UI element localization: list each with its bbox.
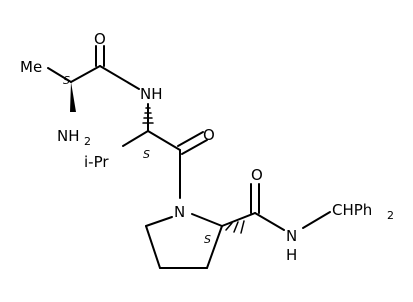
stereo-label-ala: S bbox=[63, 74, 70, 87]
bond-val-alpha-ipr bbox=[122, 130, 149, 147]
atom-ring-n: N bbox=[174, 203, 185, 221]
bond-val-co-double-b bbox=[181, 139, 208, 155]
bond-ala-co-nh bbox=[99, 65, 140, 90]
wedge-ala-amino bbox=[70, 82, 76, 112]
atom-methyl: Me bbox=[20, 58, 42, 76]
atom-o-top: O bbox=[94, 30, 106, 48]
atom-o-mid: O bbox=[203, 126, 215, 144]
bond-layer bbox=[47, 45, 331, 269]
atom-benzhydryl: CHPh bbox=[332, 201, 372, 219]
bond-pro-co-nh bbox=[254, 212, 285, 231]
bond-val-co-double-a bbox=[177, 131, 204, 147]
bond-ala-alpha-co bbox=[70, 65, 101, 83]
bond-methyl bbox=[47, 67, 72, 83]
atom-isopropyl: i-Pr bbox=[84, 153, 109, 171]
atom-o-right: O bbox=[251, 166, 263, 184]
stereo-label-val: S bbox=[143, 148, 150, 161]
bond-nh-ch bbox=[302, 211, 331, 229]
bond-ring-n-cd bbox=[145, 216, 173, 227]
atom-amino-subscript: 2 bbox=[84, 135, 91, 148]
hash-wedge-pro bbox=[225, 220, 245, 234]
atom-nh-top: NH bbox=[140, 85, 163, 103]
bond-pro-ca-co bbox=[221, 212, 256, 227]
bond-ring-cb-ca bbox=[206, 225, 223, 269]
atom-label-layer: O Me NH NH 2 O i-Pr O N N H CHPh 2 bbox=[20, 30, 394, 264]
hash-wedge-val bbox=[142, 107, 154, 124]
stereo-label-pro: S bbox=[204, 233, 211, 246]
bond-ring-ca-n bbox=[191, 213, 223, 227]
bond-val-alpha-co bbox=[147, 130, 181, 151]
atom-amino: NH bbox=[57, 127, 80, 145]
stereo-label-layer: S S S bbox=[63, 74, 211, 246]
bond-ring-cd-cg bbox=[145, 225, 161, 269]
atom-benzhydryl-subscript: 2 bbox=[387, 209, 394, 222]
atom-amide-h-right: H bbox=[286, 246, 297, 264]
atom-amide-n-right: N bbox=[286, 227, 297, 245]
